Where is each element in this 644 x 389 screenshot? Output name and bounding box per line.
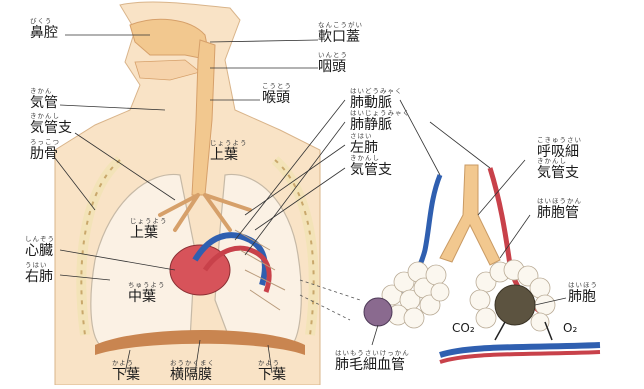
label-rib: ろっこつ肋骨	[30, 139, 60, 161]
label-respiratory-bronchiole-2: きかんし気管支	[537, 158, 579, 180]
label-alveolus: はいほう肺胞	[568, 282, 598, 304]
alveolar-cluster-left	[382, 262, 449, 328]
label-lower-lobe-right: かよう下葉	[112, 360, 140, 382]
label-pulmonary-artery: はいどうみゃく肺動脈	[350, 88, 403, 110]
label-alveolar-duct: はいほうかん肺胞管	[537, 198, 582, 220]
label-lower-lobe-left: かよう下葉	[258, 360, 286, 382]
label-right-upper-lobe: じょうよう上葉	[130, 218, 168, 240]
label-pharynx: いんとう咽頭	[318, 52, 348, 74]
label-respiratory-bronchiole: こきゅうさい呼吸細	[537, 137, 582, 159]
label-left-upper-lobe: じょうよう上葉	[210, 140, 248, 162]
capillary-flow-red	[440, 352, 600, 362]
label-bronchus-mid: きかんし気管支	[350, 155, 392, 177]
label-middle-lobe: ちゅうよう中葉	[128, 282, 166, 304]
label-diaphragm: おうかくまく横隔膜	[170, 360, 215, 382]
label-soft-palate: なんこうがい軟口蓋	[318, 22, 363, 44]
label-nasal-cavity: びくう鼻腔	[30, 18, 58, 40]
label-left-lung: さはい左肺	[350, 133, 378, 155]
label-heart: しんぞう心臓	[25, 236, 55, 258]
label-co2: CO₂	[452, 322, 475, 334]
label-bronchus-left: きかんし気管支	[30, 113, 72, 135]
label-right-lung: うはい右肺	[25, 262, 53, 284]
capillary-mesh	[364, 298, 392, 326]
alveolus-interior	[495, 285, 535, 325]
label-capillary: はいもうさいけっかん肺毛細血管	[335, 350, 410, 372]
label-pulmonary-vein: はいじょうみゃく肺静脈	[350, 110, 410, 132]
label-trachea: きかん気管	[30, 88, 58, 110]
label-larynx: こうとう喉頭	[262, 83, 292, 105]
label-o2: O₂	[563, 322, 577, 334]
